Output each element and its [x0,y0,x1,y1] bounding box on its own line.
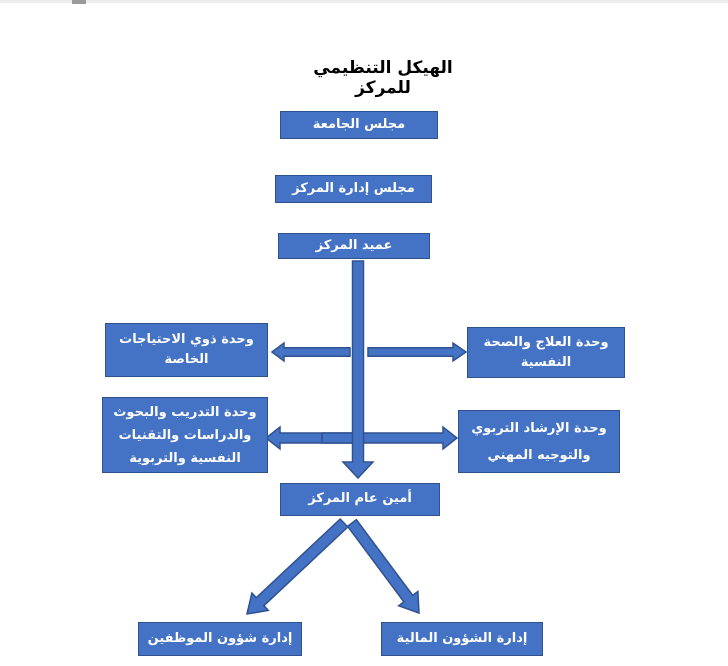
node-special-needs-unit[interactable]: وحدة ذوي الاحتياجات الخاصة [105,323,268,377]
node-therapy-mental-health-unit[interactable]: وحدة العلاج والصحة النفسية [467,327,625,378]
node-personnel-affairs-dept[interactable]: إدارة شؤون الموظفين [138,622,302,656]
horizontal-scrollbar-thumb[interactable] [72,0,86,4]
horizontal-scrollbar-track [0,0,728,3]
node-financial-affairs-dept[interactable]: إدارة الشؤون المالية [381,622,543,656]
arrow-dean-to-secretary [341,260,375,480]
arrow-to-therapy-unit [367,341,468,363]
page-title: الهيكل التنظيمي للمركز [313,58,453,98]
node-center-dean[interactable]: عميد المركز [278,233,430,259]
node-university-council[interactable]: مجلس الجامعة [280,111,438,139]
arrow-secretary-to-financial [346,518,420,615]
node-educational-counseling-unit[interactable]: وحدة الإرشاد التربوي والتوجيه المهني [458,410,620,473]
arrow-to-counseling-unit [321,425,459,451]
arrow-secretary-to-personnel [246,517,349,615]
node-training-research-unit[interactable]: وحدة التدريب والبحوث والدراسات والتقنيات… [102,397,268,473]
node-secretary-general[interactable]: أمين عام المركز [280,483,440,516]
node-board-of-directors[interactable]: مجلس إدارة المركز [275,175,432,203]
arrow-to-special-needs-unit [270,341,351,363]
